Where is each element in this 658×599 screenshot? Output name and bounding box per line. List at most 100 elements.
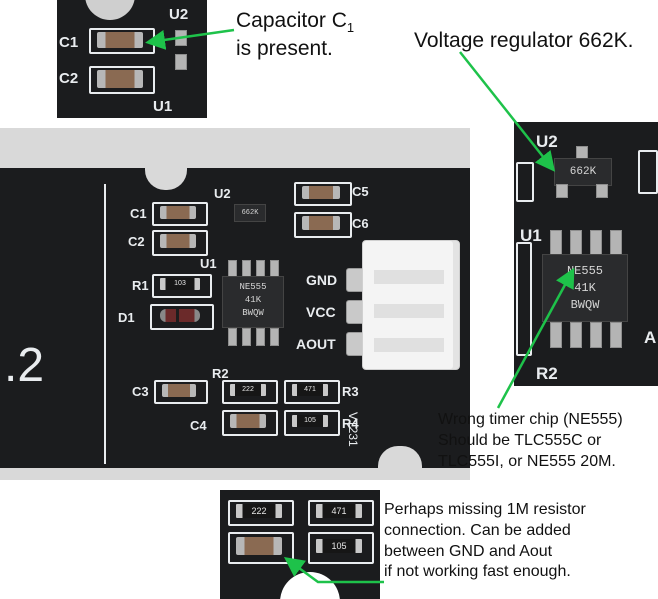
chip-pin xyxy=(590,322,602,348)
label-c2: C2 xyxy=(59,70,79,87)
board-notch xyxy=(378,446,422,476)
side-outline xyxy=(516,162,534,202)
label-vcc: VCC xyxy=(306,304,336,320)
resistor-r4: 105 xyxy=(316,539,362,553)
connector-slot xyxy=(374,338,444,352)
regulator-pin xyxy=(556,184,568,198)
mounting-hole xyxy=(85,0,135,20)
label-c5: C5 xyxy=(352,184,369,199)
label-aout-partial: A xyxy=(644,328,657,347)
label-c4: C4 xyxy=(190,418,207,433)
annotation-resistor-line4: if not working fast enough. xyxy=(384,563,571,581)
r3-outline xyxy=(284,380,340,404)
resistor-r3: 471 xyxy=(316,504,362,518)
annotation-capacitor-line2: is present. xyxy=(236,37,333,61)
label-u2: U2 xyxy=(536,132,558,151)
diode-d1 xyxy=(160,309,200,322)
annotation-resistor-line2: connection. Can be added xyxy=(384,521,571,539)
label-r2: R2 xyxy=(212,366,229,381)
resistor-r3: 471 xyxy=(292,384,328,396)
regulator-u2: 662K xyxy=(554,158,612,186)
connector-slot xyxy=(374,270,444,284)
timer-chip-u1: NE555 41K BWQW xyxy=(222,276,284,328)
capacitor-c4 xyxy=(230,414,266,428)
label-d1: D1 xyxy=(118,310,135,325)
chip-marking-2: 41K xyxy=(574,281,596,295)
c3-outline xyxy=(154,380,208,404)
label-r3: R3 xyxy=(342,384,359,399)
arrow-capacitor xyxy=(145,28,235,50)
label-r4: R4 xyxy=(342,416,359,431)
regulator-pin xyxy=(596,184,608,198)
r1-outline xyxy=(152,274,212,298)
chip-pin xyxy=(242,328,251,346)
side-outline xyxy=(638,150,658,194)
arrow-regulator xyxy=(459,51,556,172)
c1-outline xyxy=(152,202,208,226)
main-board-photo: .2 C1 C2 U2 662K C5 C6 R1 103 D1 U1 NE55… xyxy=(0,128,470,480)
annotation-resistor: Perhaps missing 1M resistor connection. … xyxy=(384,500,586,583)
c6-outline xyxy=(294,212,352,238)
c2-outline xyxy=(89,66,155,94)
c4-outline xyxy=(228,532,294,564)
annotation-capacitor: Capacitor C1 is present. xyxy=(236,8,354,63)
c5-outline xyxy=(294,182,352,206)
annotation-capacitor-line1: Capacitor C xyxy=(236,9,347,32)
annotation-capacitor-sub: 1 xyxy=(346,20,355,36)
regulator-u2: 662K xyxy=(234,204,266,222)
annotation-timer-line3: TLC555I, or NE555 20M. xyxy=(438,452,616,470)
resistor-r1: 103 xyxy=(160,278,200,290)
label-c1: C1 xyxy=(130,206,147,221)
crop-chip-closeup: U2 662K U1 NE555 41K BWQW R2 A xyxy=(514,122,658,386)
capacitor-c3 xyxy=(162,384,196,397)
label-c1: C1 xyxy=(59,34,79,51)
capacitor-c1 xyxy=(160,206,196,219)
label-r2: R2 xyxy=(536,364,558,383)
resistor-r4: 105 xyxy=(292,415,328,427)
chip-marking-3: BWQW xyxy=(242,308,264,318)
chip-marking-1: NE555 xyxy=(239,282,267,292)
chip-marking-1: NE555 xyxy=(566,264,603,278)
annotation-timer: Wrong timer chip (NE555) Should be TLC55… xyxy=(438,410,623,472)
silk-divider xyxy=(104,184,106,464)
label-u1: U1 xyxy=(520,226,542,245)
capacitor-c6 xyxy=(302,216,340,230)
capacitor-c2 xyxy=(97,70,143,88)
r4-outline xyxy=(308,532,374,564)
label-r1: R1 xyxy=(132,278,149,293)
label-c2: C2 xyxy=(128,234,145,249)
pad xyxy=(175,54,187,70)
capacitor-c2 xyxy=(160,234,196,248)
chip-pin xyxy=(610,322,622,348)
label-u1: U1 xyxy=(153,98,173,115)
annotation-regulator: Voltage regulator 662K. xyxy=(414,29,634,52)
crop-capacitor-closeup: U2 C1 C2 U1 xyxy=(57,0,207,118)
capacitor-c5 xyxy=(302,186,340,199)
label-gnd: GND xyxy=(306,272,338,288)
c4-outline xyxy=(222,410,278,436)
version-label: .2 xyxy=(4,339,45,392)
arrow-resistor xyxy=(283,557,384,584)
r4-outline xyxy=(284,410,340,436)
r2-outline xyxy=(222,380,278,404)
resistor-r2: 222 xyxy=(230,384,266,396)
chip-pin xyxy=(550,322,562,348)
label-aout: AOUT xyxy=(296,336,336,352)
capacitor-c4 xyxy=(236,537,282,555)
label-u1: U1 xyxy=(200,256,217,271)
r2-outline xyxy=(228,500,294,526)
arrow-timer xyxy=(496,267,575,409)
label-c6: C6 xyxy=(352,216,369,231)
capacitor-c1 xyxy=(97,32,143,48)
label-u2: U2 xyxy=(169,6,189,23)
chip-marking-2: 41K xyxy=(244,295,262,305)
board-notch xyxy=(145,156,187,190)
resistor-r2: 222 xyxy=(236,504,282,518)
d1-outline xyxy=(150,304,214,330)
annotation-resistor-line1: Perhaps missing 1M resistor xyxy=(384,501,586,518)
chip-pin xyxy=(256,328,265,346)
chip-marking-3: BWQW xyxy=(570,298,600,312)
chip-pin xyxy=(228,328,237,346)
c2-outline xyxy=(152,230,208,256)
connector-slot xyxy=(374,304,444,318)
